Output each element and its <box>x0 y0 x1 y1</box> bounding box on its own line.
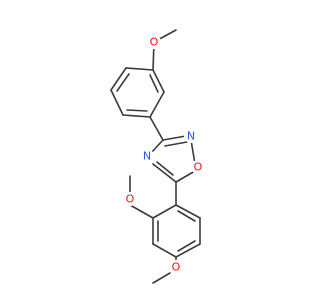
nitrogen-upper-atom: N <box>184 129 198 143</box>
oxygen-ortho-label: O <box>126 193 135 206</box>
bond-upper-ring-inner-1 <box>116 73 130 92</box>
bond-oxadiazole-n4-c3 <box>150 139 164 154</box>
bond-upper-ring-inner-3 <box>149 74 159 93</box>
bond-lower-ring-3 <box>152 243 177 258</box>
bond-upper-ring-2 <box>110 67 127 91</box>
oxygen-top-label: O <box>150 36 159 49</box>
nitrogen-lower-atom: N <box>140 149 154 163</box>
bond-upper-ring-5 <box>149 91 165 118</box>
oxygen-top-atom: O <box>147 35 161 49</box>
bond-ring-to-oxadiazole-top <box>149 116 164 141</box>
bond-lower-ring-1 <box>152 204 177 219</box>
bond-para-o-methyl <box>152 272 171 284</box>
oxygen-para-label: O <box>172 261 181 274</box>
bond-lower-ring-6 <box>175 204 201 219</box>
bond-upper-ring-4 <box>122 114 151 118</box>
bond-upper-ring-3 <box>110 89 124 116</box>
bond-oxadiazole-c5-n4-double <box>156 161 174 176</box>
bond-oxadiazole-c5-n4 <box>152 163 177 183</box>
bond-lower-ring-4 <box>175 243 201 258</box>
bond-upper-ring-1 <box>125 67 154 71</box>
nitrogen-lower-label: N <box>143 150 151 163</box>
oxygen-para-atom: O <box>169 260 183 274</box>
molecule-structure: O N O N O O <box>110 29 205 284</box>
bond-oxadiazole-c3-n2 <box>162 135 187 141</box>
nitrogen-upper-label: N <box>187 130 195 143</box>
bond-upper-ring-6 <box>152 69 165 93</box>
bond-lower-ring-inner-3 <box>177 210 196 222</box>
bond-lower-ring-inner-2 <box>177 240 196 252</box>
oxygen-ring-atom: O <box>191 160 205 174</box>
oxygen-ring-label: O <box>194 161 203 174</box>
bond-ortho-c-o <box>129 204 154 219</box>
bond-oxadiazole-o1-c5 <box>175 170 196 183</box>
oxygen-ortho-atom: O <box>123 192 137 206</box>
bond-oxadiazole-n2-o1 <box>190 139 196 165</box>
bond-upper-ring-inner-2 <box>126 109 148 112</box>
bond-oxadiazole-c3-n2-double <box>164 141 188 147</box>
